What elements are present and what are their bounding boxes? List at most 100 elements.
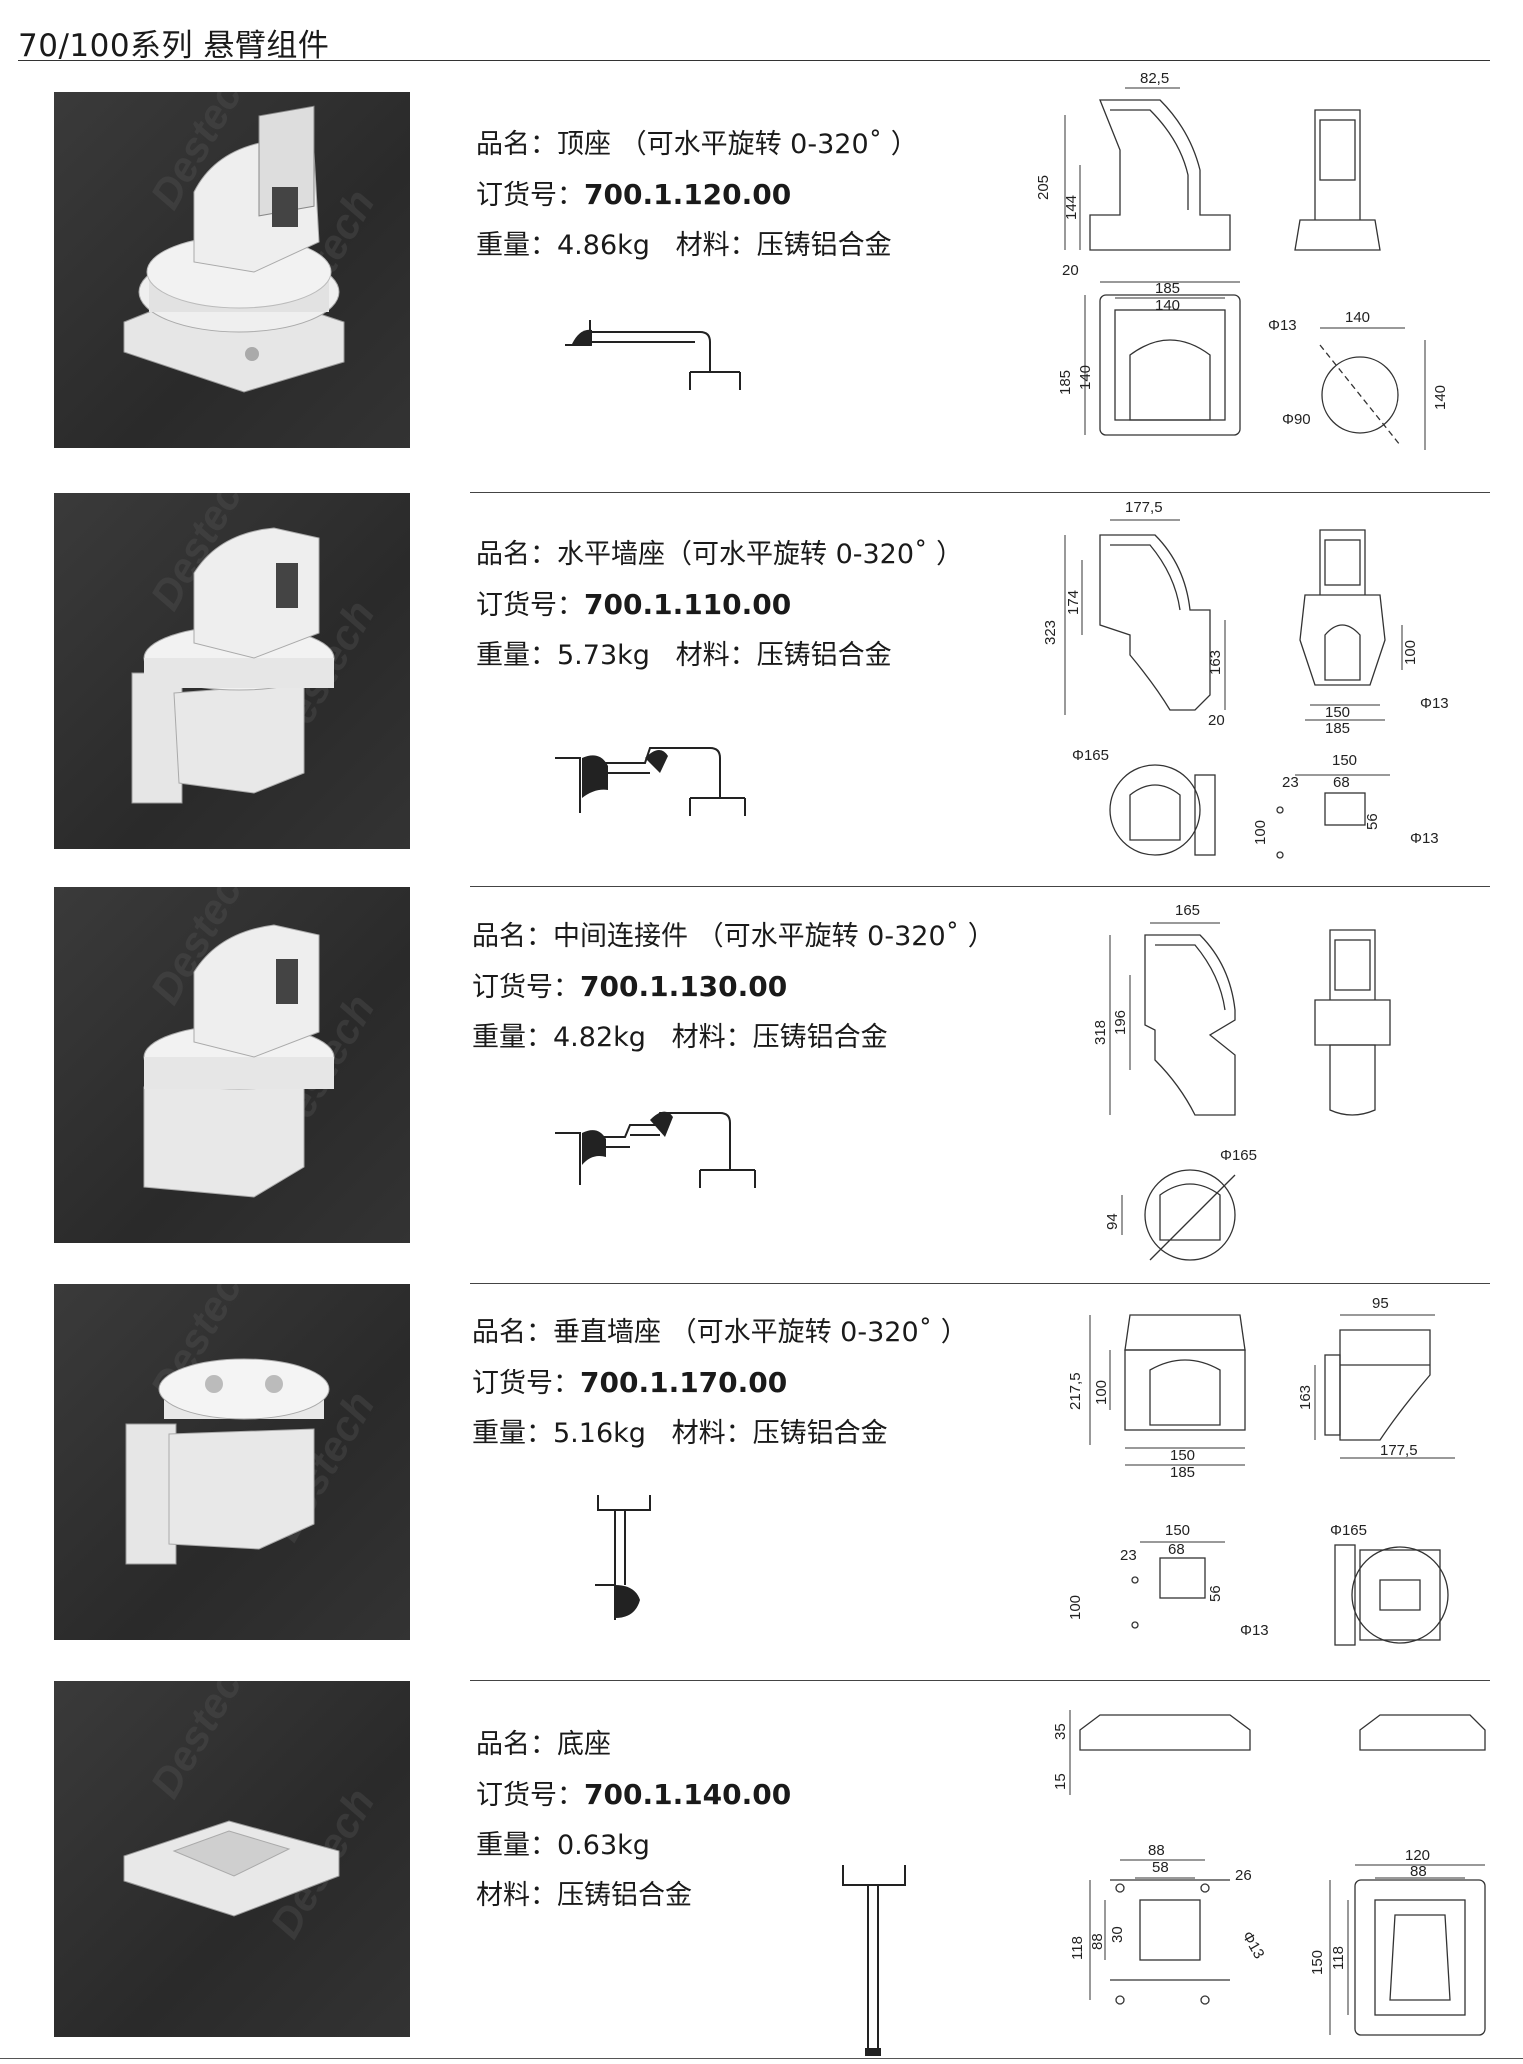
product-name: 中间连接件 （可水平旋转 0-320˚ ） xyxy=(553,921,995,952)
dim-label: 88 xyxy=(1148,1842,1165,1859)
dim-label: 150 xyxy=(1165,1522,1190,1539)
row-divider xyxy=(470,886,1490,887)
weight-label: 重量： xyxy=(472,1418,553,1449)
mounting-schematic xyxy=(555,1111,756,1188)
dim-label: Φ165 xyxy=(1072,747,1109,764)
mounting-schematic xyxy=(595,1495,651,1620)
dim-label: 323 xyxy=(1042,620,1059,645)
order-label: 订货号： xyxy=(476,1780,584,1811)
technical-drawing: 82,5 205 144 20 185 140 185 140 Φ13 140 … xyxy=(1020,70,1490,474)
product-photo: Destech Destech xyxy=(54,1284,410,1640)
dim-label: 20 xyxy=(1208,712,1225,729)
dim-label: 20 xyxy=(1062,262,1079,279)
dim-label: 150 xyxy=(1309,1950,1326,1975)
dim-label: 196 xyxy=(1112,1010,1129,1035)
mounting-schematic xyxy=(842,1865,906,2056)
product-info: 品名：中间连接件 （可水平旋转 0-320˚ ） 订货号：700.1.130.0… xyxy=(472,912,995,1063)
material-label: 材料： xyxy=(671,1418,753,1449)
name-label: 品名： xyxy=(476,539,557,570)
dim-label: 68 xyxy=(1168,1541,1185,1558)
product-name: 水平墙座（可水平旋转 0-320˚ ） xyxy=(557,539,964,570)
mounting-schematic xyxy=(555,747,746,816)
dim-label: 144 xyxy=(1063,195,1080,220)
dim-label: Φ13 xyxy=(1268,317,1297,334)
dim-label: Φ165 xyxy=(1220,1147,1257,1164)
material-value: 压铸铝合金 xyxy=(756,640,892,671)
product-info: 品名：垂直墙座 （可水平旋转 0-320˚ ） 订货号：700.1.170.00… xyxy=(472,1308,968,1459)
dim-label: 100 xyxy=(1093,1380,1110,1405)
dim-label: 150 xyxy=(1170,1447,1195,1464)
dim-label: 217,5 xyxy=(1067,1372,1084,1410)
dim-label: Φ13 xyxy=(1239,1929,1268,1962)
material-value: 压铸铝合金 xyxy=(752,1418,888,1449)
dim-label: 118 xyxy=(1330,1946,1347,1970)
dim-label: Φ13 xyxy=(1420,695,1449,712)
technical-drawing: 165 318 196 Φ165 94 xyxy=(1060,895,1490,1279)
product-photo: Destech Destech xyxy=(54,887,410,1243)
product-render-image: Destech Destech xyxy=(141,887,383,1198)
dim-label: 56 xyxy=(1364,813,1381,830)
dim-label: 68 xyxy=(1333,774,1350,791)
name-label: 品名： xyxy=(472,921,553,952)
order-label: 订货号： xyxy=(472,972,580,1003)
technical-drawing: 217,5 100 150 185 95 163 177,5 150 68 23… xyxy=(1050,1290,1490,1684)
name-label: 品名： xyxy=(476,129,557,160)
dim-label: 100 xyxy=(1402,640,1419,665)
product-render-image: Destech Destech xyxy=(131,493,383,804)
dim-label: 185 xyxy=(1170,1464,1195,1481)
dim-label: 174 xyxy=(1065,590,1082,615)
dim-label: 15 xyxy=(1052,1773,1069,1790)
weight-label: 重量： xyxy=(472,1022,553,1053)
product-name: 垂直墙座 （可水平旋转 0-320˚ ） xyxy=(553,1317,968,1348)
dim-label: 185 xyxy=(1155,280,1180,297)
watermark-text: Destech xyxy=(141,1681,263,1806)
order-number: 700.1.130.00 xyxy=(580,970,788,1003)
dim-label: 82,5 xyxy=(1140,70,1169,87)
dim-label: 35 xyxy=(1052,1723,1069,1740)
dim-label: 23 xyxy=(1120,1547,1137,1564)
dim-label: 88 xyxy=(1089,1933,1106,1950)
material-label: 材料： xyxy=(476,1880,557,1911)
weight-label: 重量： xyxy=(476,230,557,261)
dim-label: 100 xyxy=(1252,820,1269,845)
product-name: 底座 xyxy=(557,1729,611,1760)
product-info: 品名：底座 订货号：700.1.140.00 重量：0.63kg 材料：压铸铝合… xyxy=(476,1720,791,1921)
row-divider xyxy=(470,1680,1490,1681)
dim-label: 150 xyxy=(1325,704,1350,721)
dim-label: 185 xyxy=(1057,370,1074,395)
mounting-schematic xyxy=(565,320,741,390)
row-divider xyxy=(470,492,1490,493)
weight-value: 4.86kg xyxy=(557,230,650,261)
product-render-image: Destech Destech xyxy=(123,92,383,393)
dim-label: 120 xyxy=(1405,1847,1430,1864)
technical-drawing: 35 15 88 58 26 Φ13 118 88 30 120 88 150 … xyxy=(1030,1700,1490,2064)
dim-label: Φ90 xyxy=(1282,411,1311,428)
dim-label: 185 xyxy=(1325,720,1350,737)
material-label: 材料： xyxy=(671,1022,753,1053)
dim-label: Φ13 xyxy=(1240,1622,1269,1639)
dim-label: 23 xyxy=(1282,774,1299,791)
weight-value: 4.82kg xyxy=(553,1022,646,1053)
weight-value: 5.73kg xyxy=(557,640,650,671)
product-info: 品名：顶座 （可水平旋转 0-320˚ ） 订货号：700.1.120.00 重… xyxy=(476,120,918,271)
product-info: 品名：水平墙座（可水平旋转 0-320˚ ） 订货号：700.1.110.00 … xyxy=(476,530,963,681)
dim-label: 100 xyxy=(1067,1595,1084,1620)
dim-label: 26 xyxy=(1235,1867,1252,1884)
dim-label: 318 xyxy=(1092,1020,1109,1045)
dim-label: 140 xyxy=(1077,365,1094,390)
name-label: 品名： xyxy=(472,1317,553,1348)
order-number: 700.1.120.00 xyxy=(584,178,792,211)
dim-label: 140 xyxy=(1345,309,1370,326)
dim-label: 56 xyxy=(1207,1585,1224,1602)
title-divider xyxy=(18,60,1490,61)
dim-label: 140 xyxy=(1432,385,1449,410)
order-label: 订货号： xyxy=(472,1368,580,1399)
dim-label: 88 xyxy=(1410,1863,1427,1880)
product-render-image: Destech Destech xyxy=(123,1681,383,1946)
product-photo: Destech Destech xyxy=(54,92,410,448)
dim-label: 94 xyxy=(1104,1213,1121,1230)
dim-label: Φ13 xyxy=(1410,830,1439,847)
order-label: 订货号： xyxy=(476,180,584,211)
order-number: 700.1.170.00 xyxy=(580,1366,788,1399)
material-value: 压铸铝合金 xyxy=(557,1880,692,1911)
